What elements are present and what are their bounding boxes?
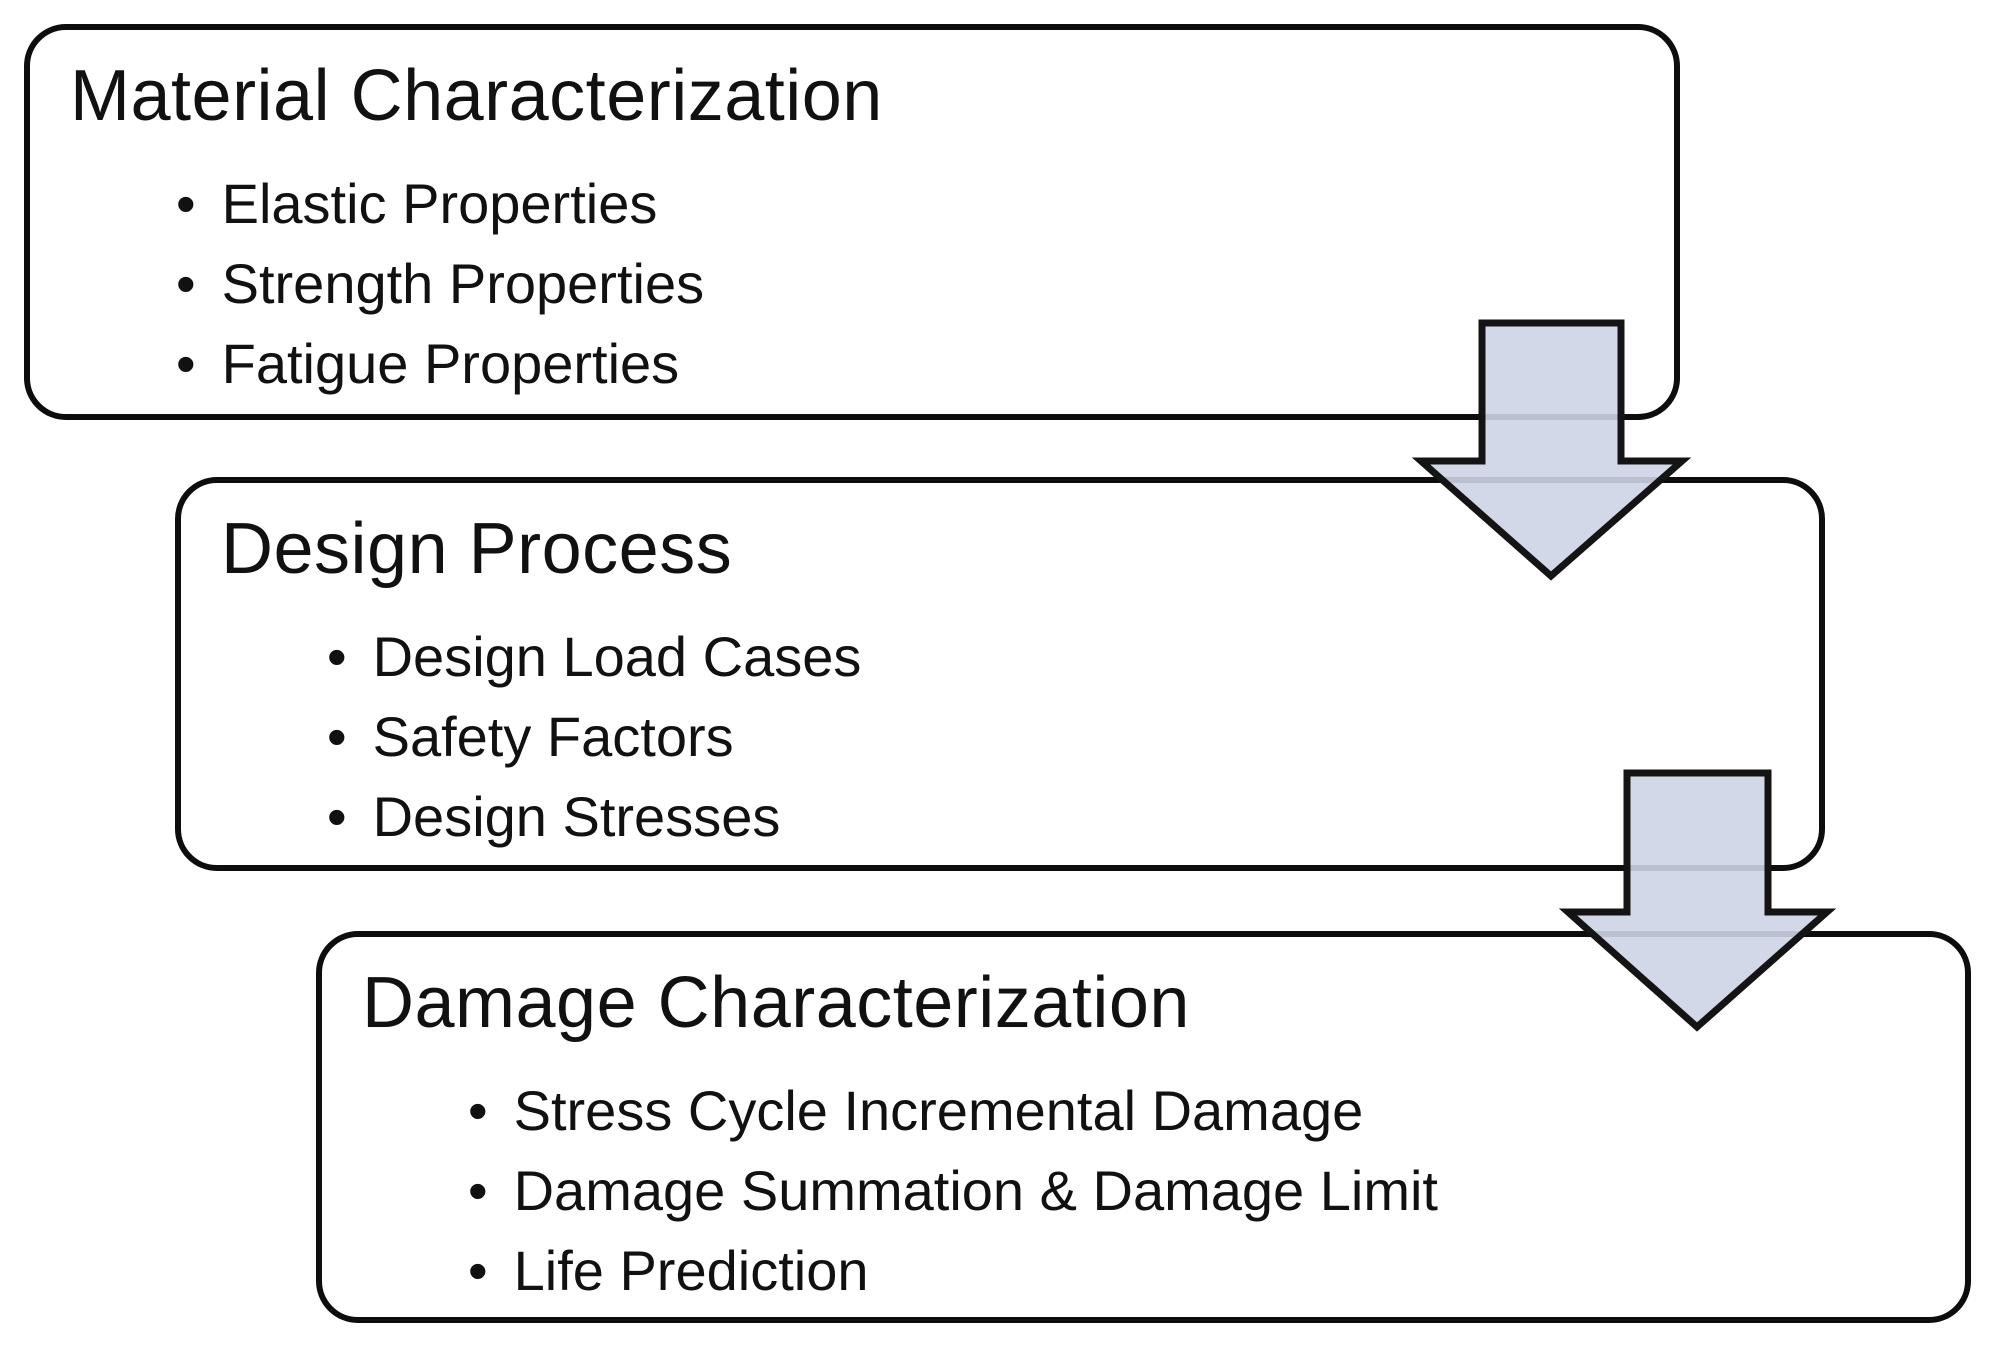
bullet-icon: • [468, 1239, 488, 1302]
bullet-icon: • [176, 332, 196, 395]
bullet-icon: • [327, 625, 347, 688]
list-item: • Stress Cycle Incremental Damage [468, 1071, 1363, 1151]
list-item: • Fatigue Properties [176, 324, 679, 404]
list-item-label: Fatigue Properties [221, 332, 680, 395]
list-item-label: Stress Cycle Incremental Damage [513, 1079, 1364, 1142]
box-damage-characterization: Damage Characterization • Stress Cycle I… [316, 931, 1971, 1323]
list-item-label: Damage Summation & Damage Limit [513, 1159, 1438, 1222]
bullet-icon: • [468, 1079, 488, 1142]
list-item: • Elastic Properties [176, 164, 657, 244]
list-item-label: Design Stresses [372, 785, 781, 848]
bullet-icon: • [327, 705, 347, 768]
bullet-icon: • [327, 785, 347, 848]
bullet-icon: • [176, 252, 196, 315]
box-material-characterization: Material Characterization • Elastic Prop… [24, 24, 1680, 420]
bullet-icon: • [468, 1159, 488, 1222]
box-title: Design Process [221, 509, 733, 589]
bullet-icon: • [176, 172, 196, 235]
list-item-label: Elastic Properties [221, 172, 658, 235]
list-item: • Life Prediction [468, 1231, 868, 1311]
list-item: • Damage Summation & Damage Limit [468, 1151, 1438, 1231]
list-item: • Strength Properties [176, 244, 704, 324]
list-item-label: Safety Factors [372, 705, 734, 768]
list-item: • Safety Factors [327, 697, 734, 777]
list-item-label: Life Prediction [513, 1239, 869, 1302]
list-item: • Design Stresses [327, 777, 780, 857]
box-design-process: Design Process • Design Load Cases • Saf… [175, 477, 1825, 871]
list-item-label: Design Load Cases [372, 625, 862, 688]
list-item-label: Strength Properties [221, 252, 705, 315]
list-item: • Design Load Cases [327, 617, 861, 697]
box-title: Damage Characterization [362, 963, 1190, 1043]
box-title: Material Characterization [70, 56, 883, 136]
